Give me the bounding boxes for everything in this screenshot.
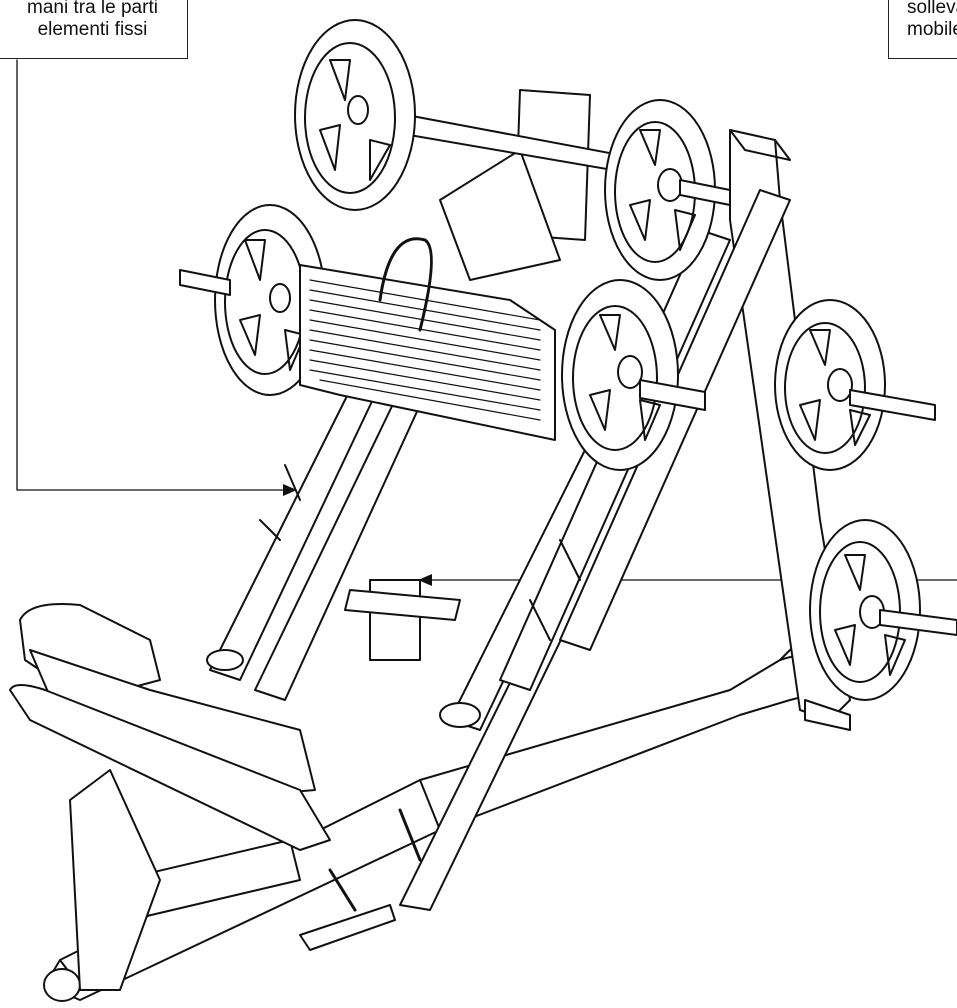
- safety-catch: [344, 579, 461, 661]
- callout-left-line2: elementi fissi: [37, 19, 148, 40]
- seat-backrest: [9, 603, 331, 991]
- weight-plate-front: [561, 279, 706, 471]
- weight-plate-storage-upper: [774, 299, 936, 471]
- callout-left: mani tra le parti elementi fissi: [0, 0, 188, 59]
- callout-right-line1: sollevamento: [907, 0, 957, 18]
- weight-plate-left: [179, 204, 326, 396]
- weight-plate-top-right: [604, 99, 731, 281]
- callout-right-line2: mobile: [907, 19, 957, 40]
- adjustment-pins: [259, 464, 581, 912]
- weight-plate-storage-lower: [809, 519, 957, 701]
- callout-left-line1: mani tra le parti: [27, 0, 158, 18]
- weight-plate-top-left: [294, 19, 416, 211]
- leader-line-left: [16, 59, 297, 496]
- foot-platform: [299, 237, 556, 441]
- callout-right: sollevamento mobile: [888, 0, 957, 59]
